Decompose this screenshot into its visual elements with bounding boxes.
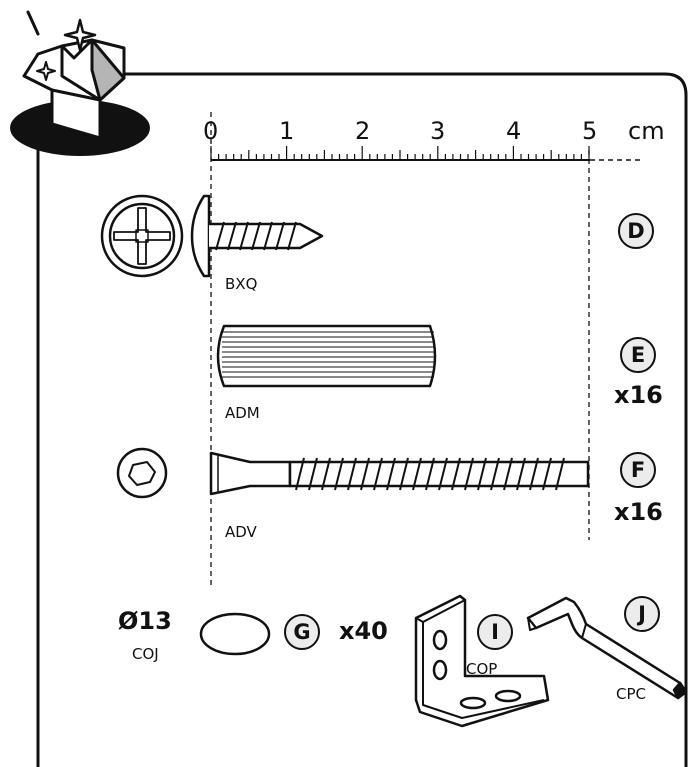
open-box-sparkle-icon — [10, 10, 150, 156]
part-code-f: ADV — [225, 523, 257, 541]
part-qty-f: x16 — [614, 498, 663, 526]
part-code-g: COJ — [132, 645, 159, 663]
cap-coj-drawing — [199, 612, 271, 656]
part-code-j: CPC — [616, 685, 646, 703]
hex-key-cpc-drawing — [526, 596, 688, 700]
ruler-tick-label: 1 — [279, 117, 295, 145]
phillips-head-icon — [100, 194, 184, 278]
part-qty-g: x40 — [339, 617, 388, 645]
part-letter-badge-e: E — [620, 337, 656, 373]
ruler-tick-label: 0 — [203, 117, 219, 145]
part-letter-badge-d: D — [618, 213, 654, 249]
part-letter-badge-i: I — [477, 614, 513, 650]
ruler-tick-label: 2 — [355, 117, 371, 145]
ruler-ticks — [210, 146, 590, 160]
ruler-tick-label: 3 — [430, 117, 446, 145]
part-qty-e: x16 — [614, 381, 663, 409]
part-letter-badge-j: J — [624, 596, 660, 632]
page-frame — [36, 72, 688, 767]
dowel-adm-drawing — [216, 324, 437, 388]
ruler-tick-label: 4 — [506, 117, 522, 145]
ruler-tick-label: 5 — [582, 117, 598, 145]
part-code-d: BXQ — [225, 275, 258, 293]
screw-bxq-drawing — [100, 194, 324, 278]
part-letter-badge-g: G — [284, 614, 320, 650]
part-letter-badge-f: F — [620, 452, 656, 488]
part-size-g: Ø13 — [118, 607, 172, 635]
ruler-unit-label: cm — [628, 117, 665, 145]
bracket-cop-drawing — [414, 594, 550, 728]
part-code-e: ADM — [225, 404, 260, 422]
screw-adv-drawing — [116, 447, 590, 499]
part-code-i: COP — [466, 660, 498, 678]
hex-socket-icon — [116, 447, 168, 499]
